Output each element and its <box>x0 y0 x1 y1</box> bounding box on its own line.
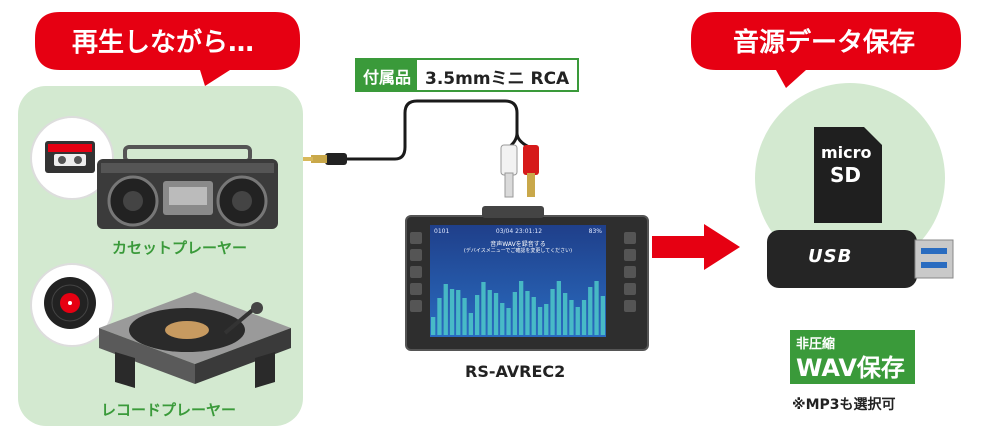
device-left-buttons <box>410 232 422 332</box>
spectrum-bar <box>506 308 511 335</box>
spectrum-bar <box>544 304 549 335</box>
usb-drive-icon <box>767 230 954 288</box>
accessory-badge: 付属品 <box>357 60 418 90</box>
spectrum-bar <box>563 293 568 335</box>
cassette-tape-icon <box>45 141 95 173</box>
spectrum-bar <box>456 290 461 335</box>
microsd-label-2: SD <box>830 163 862 187</box>
cassette-player-label: カセットプレーヤー <box>112 239 248 257</box>
record-player-icon <box>99 292 291 388</box>
spectrum-bar <box>556 281 561 335</box>
wav-badge: 非圧縮 WAV保存 <box>790 330 915 384</box>
screen-status-left: 0101 <box>434 228 450 235</box>
spectrum-bar <box>588 287 593 335</box>
cable-label: 付属品 3.5mmミニ RCA <box>355 58 580 92</box>
mp3-note: ※MP3も選択可 <box>792 397 896 413</box>
uncompressed-label: 非圧縮 <box>796 337 836 352</box>
microsd-card-icon <box>814 127 882 223</box>
spectrum-bar <box>500 303 505 335</box>
record-player-label: レコードプレーヤー <box>101 401 237 419</box>
spectrum-bar <box>481 282 486 335</box>
spectrum-bar <box>512 292 517 335</box>
screen-status-date: 03/04 23:01:12 <box>495 228 543 235</box>
device-top-ports <box>482 206 544 218</box>
spectrum-bar <box>569 300 574 335</box>
vinyl-record-icon <box>44 277 96 329</box>
spectrum-bar <box>475 295 480 335</box>
spectrum-bar <box>600 296 605 335</box>
spectrum-bar <box>519 281 524 335</box>
spectrum-bar <box>431 317 436 335</box>
spectrum-bar <box>437 298 442 335</box>
spectrum-bar <box>443 284 448 335</box>
spectrum-bar <box>594 281 599 335</box>
left-bubble-text: 再生しながら… <box>72 28 255 58</box>
spectrum-bar <box>575 307 580 335</box>
spectrum-bar <box>493 293 499 335</box>
device-model-label: RS-AVREC2 <box>465 362 566 381</box>
screen-message-1: 音声WAVを録音する <box>490 241 546 248</box>
spectrum-bar <box>531 297 536 335</box>
device-screen: 0101 03/04 23:01:12 83% 音声WAVを録音する (デバイス… <box>430 225 606 337</box>
microsd-label-1: micro <box>821 143 872 162</box>
spectrum-bar <box>449 289 455 335</box>
spectrum-bar <box>462 298 467 335</box>
spectrum-bar <box>525 291 530 335</box>
cassette-player-icon <box>97 145 278 229</box>
cable-type-text: 3.5mmミニ RCA <box>425 69 570 89</box>
spectrum-visualizer <box>431 281 605 335</box>
right-speech-bubble <box>691 12 961 88</box>
left-speech-bubble <box>35 12 300 86</box>
screen-status-battery: 83% <box>588 228 602 235</box>
audio-cable <box>303 99 539 198</box>
spectrum-bar <box>581 300 587 335</box>
spectrum-bar <box>487 290 492 335</box>
spectrum-bar <box>550 289 555 335</box>
screen-message-2: (デバイスメニューでご確認を変更してください) <box>463 248 573 254</box>
wav-save-label: WAV保存 <box>796 354 905 382</box>
spectrum-bar <box>537 307 543 335</box>
flow-arrow <box>652 224 740 270</box>
right-bubble-text: 音源データ保存 <box>733 28 916 58</box>
usb-label: USB <box>808 246 853 267</box>
device-right-buttons <box>624 232 636 332</box>
spectrum-bar <box>468 313 473 335</box>
